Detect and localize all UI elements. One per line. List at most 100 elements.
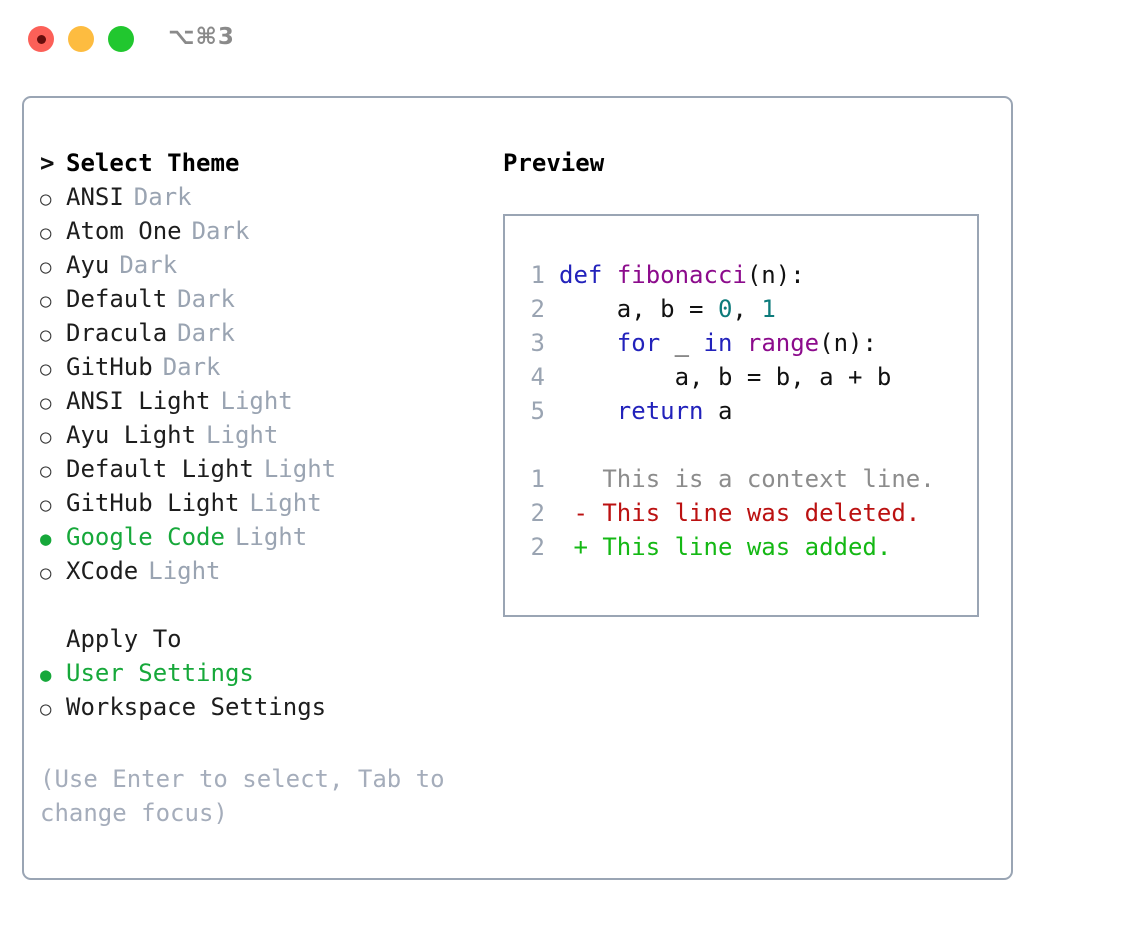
apply-to-option[interactable]: ● User Settings [40, 656, 480, 690]
code-token: range [746, 329, 820, 357]
line-number: 2 [530, 499, 545, 527]
theme-list-item[interactable]: ○ Ayu Dark [40, 248, 480, 282]
maximize-button[interactable] [108, 26, 134, 52]
code-blank-line [521, 428, 935, 462]
code-line: 4 a, b = b, a + b [521, 360, 935, 394]
preview-heading: Preview [503, 149, 605, 177]
code-line: 2 a, b = 0, 1 [521, 292, 935, 326]
theme-name-label: XCode [66, 557, 139, 585]
apply-to-option-label: User Settings [66, 659, 254, 687]
theme-name-label: GitHub [66, 353, 153, 381]
code-token: (n): [746, 261, 805, 289]
radio-selected-icon: ● [40, 664, 52, 686]
theme-variant-tag: Light [263, 455, 337, 483]
theme-name-label: Google Code [66, 523, 225, 551]
theme-variant-tag: Light [220, 387, 293, 415]
radio-unselected-icon: ○ [40, 698, 52, 720]
code-line: 5 return a [521, 394, 935, 428]
theme-list-heading-row: > Select Theme [40, 146, 480, 180]
section-spacer [40, 588, 480, 622]
theme-variant-tag: Light [234, 523, 308, 551]
theme-variant-tag: Light [249, 489, 322, 517]
code-token: 1 [761, 295, 776, 323]
line-number: 3 [530, 329, 545, 357]
code-token: a, b = b, a + b [559, 363, 892, 391]
radio-unselected-icon: ○ [40, 324, 52, 346]
code-token: (n): [819, 329, 877, 357]
theme-list-item[interactable]: ○ ANSI Light Light [40, 384, 480, 418]
radio-selected-icon: ● [40, 528, 52, 550]
theme-variant-tag: Dark [162, 353, 221, 381]
caret-icon: > [40, 149, 55, 177]
theme-list-item[interactable]: ○ XCode Light [40, 554, 480, 588]
code-token: in [703, 329, 733, 357]
line-number: 1 [530, 465, 545, 493]
radio-unselected-icon: ○ [40, 426, 52, 448]
diff-line: 1 This is a context line. [521, 462, 935, 496]
apply-to-heading: Apply To [66, 625, 182, 653]
code-token: def [559, 261, 603, 289]
line-number: 2 [530, 295, 545, 323]
traffic-light-buttons [28, 26, 134, 52]
theme-name-label: Default [66, 285, 168, 313]
theme-name-label: ANSI Light [66, 387, 211, 415]
line-number: 4 [530, 363, 545, 391]
theme-list-item[interactable]: ○ Default Dark [40, 282, 480, 316]
theme-name-label: ANSI [66, 183, 124, 211]
radio-unselected-icon: ○ [40, 392, 52, 414]
code-token: a, b = [559, 295, 718, 323]
radio-unselected-icon: ○ [40, 222, 52, 244]
code-token [602, 261, 616, 289]
theme-variant-tag: Light [148, 557, 221, 585]
theme-variant-tag: Dark [119, 251, 178, 279]
keyboard-hint-text: (Use Enter to select, Tab to change focu… [40, 765, 445, 827]
code-token: fibonacci [616, 261, 747, 289]
theme-variant-tag: Dark [177, 319, 235, 347]
code-token [559, 397, 617, 425]
diff-line: 2 - This line was deleted. [521, 496, 935, 530]
theme-name-label: Ayu [66, 251, 110, 279]
line-number: 5 [530, 397, 545, 425]
radio-unselected-icon: ○ [40, 562, 52, 584]
theme-variant-tag: Dark [177, 285, 235, 313]
diff-text: + This line was added. [559, 533, 892, 561]
theme-list-item[interactable]: ○ Default Light Light [40, 452, 480, 486]
diff-line: 2 + This line was added. [521, 530, 935, 564]
theme-list-item[interactable]: ○ Dracula Dark [40, 316, 480, 350]
minimize-button[interactable] [68, 26, 94, 52]
code-token [559, 329, 617, 357]
diff-text: This is a context line. [559, 465, 935, 493]
recording-indicator-icon [36, 34, 46, 44]
radio-unselected-icon: ○ [40, 256, 52, 278]
theme-list-heading: Select Theme [66, 149, 240, 177]
keyboard-shortcut-label: ⌥⌘3 [168, 24, 235, 50]
radio-unselected-icon: ○ [40, 460, 52, 482]
apply-to-option[interactable]: ○Workspace Settings [40, 690, 480, 724]
apply-to-heading-row: ○Apply To [40, 622, 480, 656]
line-number: 1 [530, 261, 545, 289]
code-line: 3 for _ in range(n): [521, 326, 935, 360]
title-bar: ⌥⌘3 [0, 0, 1140, 78]
code-token: , [732, 295, 762, 323]
spacer-icon: ○ [40, 622, 66, 656]
radio-unselected-icon: ○ [40, 494, 52, 516]
theme-list-item[interactable]: ● Google Code Light [40, 520, 480, 554]
close-button[interactable] [28, 26, 54, 52]
diff-text: - This line was deleted. [559, 499, 921, 527]
radio-unselected-icon: ○ [40, 290, 52, 312]
code-token: _ [660, 329, 704, 357]
theme-name-label: Dracula [66, 319, 168, 347]
theme-name-label: Default Light [66, 455, 254, 483]
code-token: return [616, 397, 704, 425]
theme-variant-tag: Dark [191, 217, 250, 245]
